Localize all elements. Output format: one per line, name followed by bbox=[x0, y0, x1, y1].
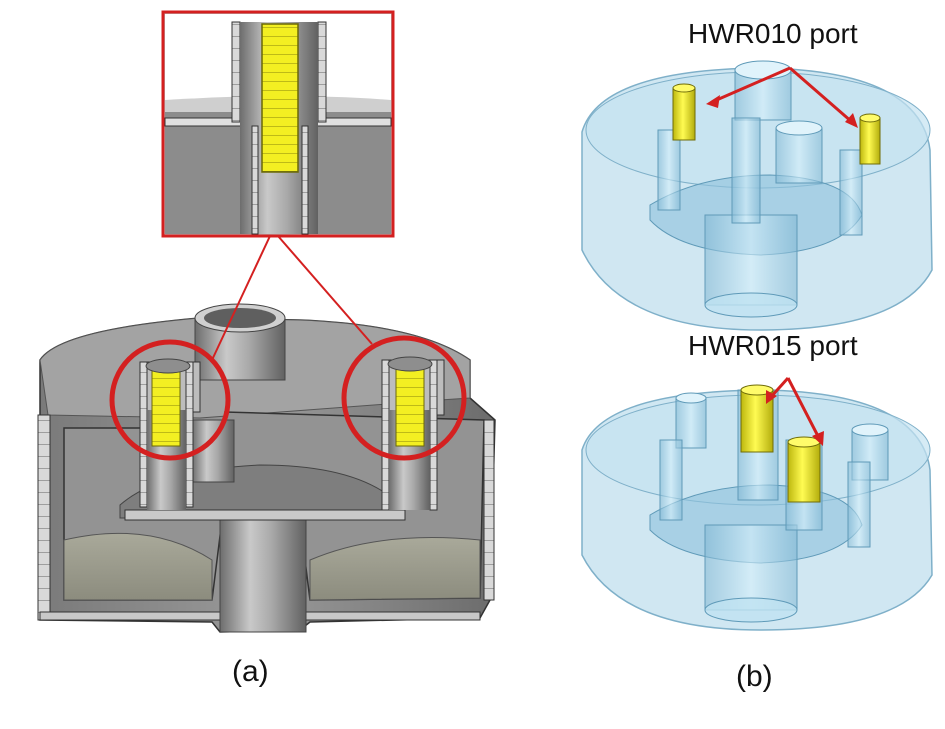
central-beam-tube bbox=[219, 519, 307, 633]
bottom-model-left-coupler bbox=[740, 389, 774, 453]
cavity-right-wall bbox=[483, 419, 495, 601]
hwr015-port-label: HWR015 port bbox=[688, 330, 858, 361]
panel-b-bottom-model bbox=[581, 376, 933, 631]
cavity-floor-right bbox=[309, 537, 481, 601]
bottom-model-right-coupler bbox=[787, 441, 821, 503]
hwr010-arrow-left bbox=[711, 66, 791, 104]
top-pipe-bore bbox=[204, 308, 276, 328]
hwr010-port-label: HWR010 port bbox=[688, 18, 858, 49]
left-coupler-port bbox=[139, 358, 201, 510]
right-callout-line bbox=[277, 235, 373, 345]
zoom-inset bbox=[161, 10, 395, 238]
inner-stem-ledge bbox=[124, 509, 406, 521]
right-callout-circle bbox=[341, 335, 467, 461]
zoom-coupler-antenna bbox=[261, 23, 299, 173]
panel-b-caption: (b) bbox=[736, 660, 773, 693]
right-coupler-antenna bbox=[395, 363, 425, 447]
panel-b-top-model bbox=[581, 60, 933, 331]
left-coupler-antenna bbox=[151, 365, 181, 447]
hwr015-arrow-right bbox=[786, 377, 822, 441]
panel-a-cavity bbox=[37, 235, 496, 633]
right-coupler-port bbox=[381, 356, 445, 511]
top-model-left-coupler bbox=[672, 87, 696, 141]
cavity-left-wall bbox=[37, 414, 51, 621]
cavity-floor bbox=[63, 532, 213, 601]
left-callout-line bbox=[211, 235, 271, 361]
top-model-right-coupler bbox=[859, 117, 881, 165]
panel-a-caption: (a) bbox=[232, 655, 269, 688]
hwr010-arrow-right bbox=[789, 66, 853, 124]
left-callout-circle bbox=[109, 339, 231, 461]
top-model-center-tube bbox=[704, 214, 798, 306]
bottom-model-center-tube bbox=[704, 524, 798, 611]
